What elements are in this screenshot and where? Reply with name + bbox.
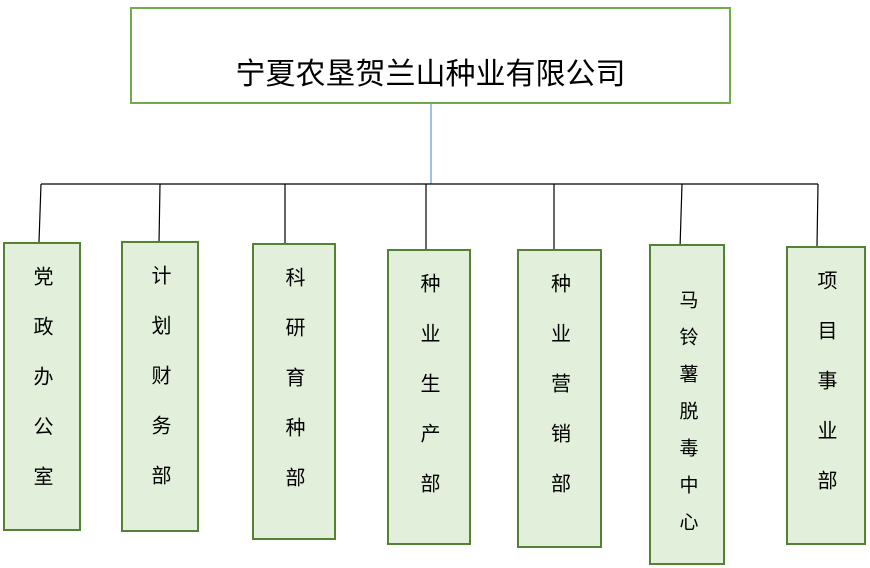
dept-label-7: 项目事业部 (814, 270, 838, 520)
dept-label-5: 种业营销部 (547, 273, 572, 523)
root-node: 宁夏农垦贺兰山种业有限公司 (130, 7, 731, 104)
root-node-title: 宁夏农垦贺兰山种业有限公司 (235, 56, 626, 92)
dept-label-2: 计划财务部 (148, 265, 172, 515)
dept-node-5: 种业营销部 (517, 249, 602, 548)
dept-node-1: 党政办公室 (3, 242, 81, 531)
dept-node-6: 马铃薯脱毒中心 (649, 244, 725, 565)
dept-label-3: 科研育种部 (282, 267, 306, 517)
branch-line-2 (158, 183, 161, 244)
dept-node-3: 科研育种部 (252, 243, 336, 540)
dept-label-4: 种业生产部 (417, 273, 441, 523)
dept-node-4: 种业生产部 (387, 249, 471, 545)
dept-label-6: 马铃薯脱毒中心 (676, 290, 699, 549)
branch-line-1 (38, 183, 42, 243)
dept-node-7: 项目事业部 (786, 246, 866, 545)
branch-line-7 (816, 183, 819, 247)
branch-line-6 (679, 183, 683, 249)
dept-label-1: 党政办公室 (30, 266, 54, 516)
dept-node-2: 计划财务部 (121, 241, 199, 532)
